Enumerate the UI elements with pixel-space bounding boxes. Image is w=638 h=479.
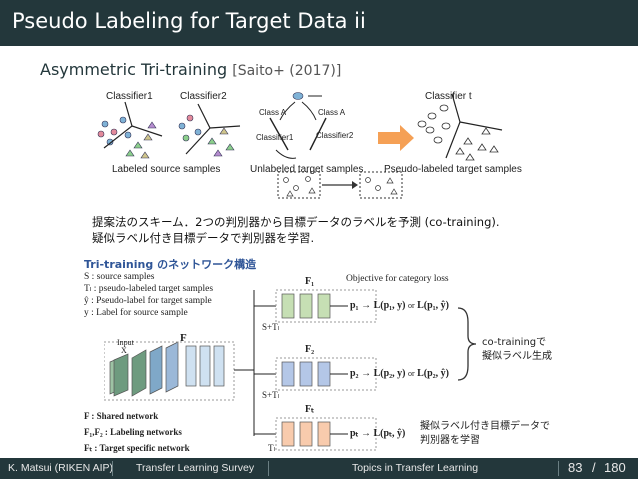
footer-author: K. Matsui (RIKEN AIP) xyxy=(8,462,114,474)
footer-section: Topics in Transfer Learning xyxy=(352,462,479,474)
target-scatter xyxy=(417,93,503,161)
label-labeled-source: Labeled source samples xyxy=(112,164,221,175)
input-s-t2: S+Tₗ xyxy=(262,390,280,400)
label-mid-classifier2: Classifier2 xyxy=(316,131,354,140)
page-total: 180 xyxy=(604,460,626,475)
ft-label: Fₜ xyxy=(305,404,315,415)
footer-bar: K. Matsui (RIKEN AIP) Transfer Learning … xyxy=(0,458,638,479)
loss-row-2: p₂ → L(p₂, y) or L(p₂, ŷ) xyxy=(350,368,450,379)
title-bar: Pseudo Labeling for Target Data ii xyxy=(0,0,638,46)
network-legend: S : source samples Tₗ : pseudo-labeled t… xyxy=(84,271,213,319)
co-training-diagram xyxy=(269,92,327,159)
footer-divider xyxy=(268,461,269,476)
bottom-legend: F : Shared network F₁,F₂ : Labeling netw… xyxy=(84,408,190,456)
top-scheme-figure xyxy=(97,92,503,199)
bottom-legend-item: F : Shared network xyxy=(84,411,159,421)
legend-item: ŷ : Pseudo-label for target sample xyxy=(84,296,212,306)
network-heading: Tri-training のネットワーク構造 xyxy=(84,258,257,271)
legend-item: Tₗ : pseudo-labeled target samples xyxy=(84,284,214,294)
citation: [Saito+ (2017)] xyxy=(232,63,342,79)
source-scatter-2 xyxy=(178,103,241,157)
f2-network xyxy=(275,357,377,391)
bottom-legend-item: F₁,F₂ : Labeling networks xyxy=(84,427,182,437)
f1-label: F₁ xyxy=(305,276,315,287)
label-class-a-left: Class A xyxy=(259,108,287,117)
label-classifier1: Classifier1 xyxy=(106,91,153,102)
legend-item: y : Label for source sample xyxy=(84,308,188,318)
label-classifier-t: Classifier t xyxy=(425,91,472,102)
input-label: Input xyxy=(117,338,134,347)
loss-row-1: p₁ → L(p₁, y) or L(p₁, ŷ) xyxy=(350,300,450,311)
description-line2: 疑似ラベル付き目標データで判別器を学習. xyxy=(92,231,315,245)
label-class-a-right: Class A xyxy=(318,108,346,117)
input-t: Tₗ xyxy=(268,443,275,453)
ft-network xyxy=(275,417,377,451)
bracket-icon xyxy=(457,307,477,381)
slide-subtitle: Asymmetric Tri-training [Saito+ (2017)] xyxy=(40,60,341,79)
subtitle-text: Asymmetric Tri-training xyxy=(40,60,228,79)
footer-divider xyxy=(558,461,559,476)
orange-arrow-icon xyxy=(378,125,414,151)
legend-item: S : source samples xyxy=(84,272,155,282)
label-unlabeled-target: Unlabeled target samples xyxy=(250,164,364,175)
input-s-t1: S+Tₗ xyxy=(262,322,280,332)
loss-row-t: pₜ → L(pₜ, ŷ) xyxy=(350,428,406,439)
f1-network xyxy=(275,289,377,323)
page-number: 83 xyxy=(568,460,583,475)
input-var: X xyxy=(121,346,127,355)
source-scatter-1 xyxy=(97,101,163,159)
note-learning: 擬似ラベル付き目標データで 判別器を学習 xyxy=(420,421,550,446)
page-slash: / xyxy=(592,460,596,475)
footer-divider xyxy=(112,461,113,476)
network-diagram xyxy=(104,289,477,451)
bottom-legend-item: Fₜ : Target specific network xyxy=(84,443,190,453)
label-classifier2: Classifier2 xyxy=(180,91,227,102)
label-pseudo-labeled-target: Pseudo-labeled target samples xyxy=(384,164,522,175)
slide-title: Pseudo Labeling for Target Data ii xyxy=(12,9,366,33)
shared-network-layers xyxy=(109,341,225,397)
footer-talk: Transfer Learning Survey xyxy=(136,462,255,474)
description-line1: 提案法のスキーム．2つの判別器から目標データのラベルを予測 (co-traini… xyxy=(92,215,500,229)
f2-label: F₂ xyxy=(305,344,315,355)
objective-label: Objective for category loss xyxy=(346,274,449,284)
f-label: F xyxy=(180,332,187,344)
label-mid-classifier1: Classifier1 xyxy=(256,133,294,142)
note-cotraining: co-trainingで 擬似ラベル生成 xyxy=(482,337,552,362)
sample-boxes xyxy=(277,171,403,199)
